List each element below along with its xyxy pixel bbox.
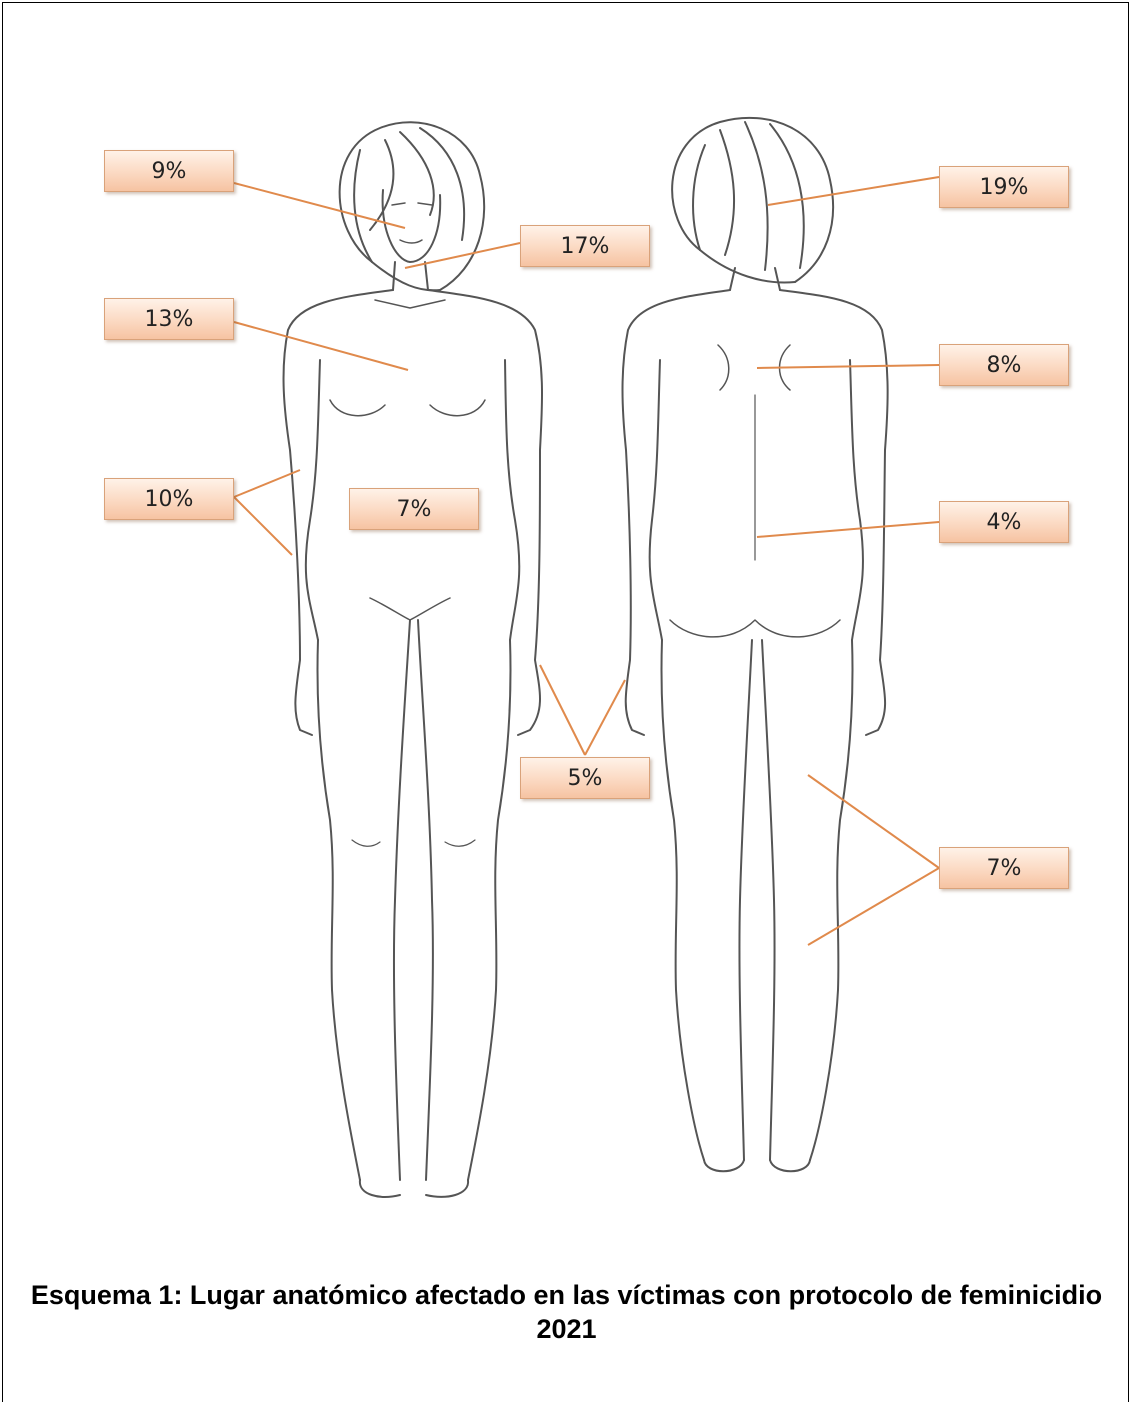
label-face: 9% bbox=[104, 150, 234, 192]
label-lower-back: 4% bbox=[939, 501, 1069, 543]
label-chest: 13% bbox=[104, 298, 234, 340]
label-hands: 5% bbox=[520, 757, 650, 799]
label-legs: 7% bbox=[939, 847, 1069, 889]
back-figure bbox=[623, 118, 888, 1171]
label-neck: 17% bbox=[520, 225, 650, 267]
label-head-back: 19% bbox=[939, 166, 1069, 208]
label-upper-back: 8% bbox=[939, 344, 1069, 386]
leader-lines bbox=[234, 177, 939, 945]
label-abdomen: 7% bbox=[349, 488, 479, 530]
front-figure bbox=[284, 122, 543, 1197]
label-arms: 10% bbox=[104, 478, 234, 520]
figure-caption: Esquema 1: Lugar anatómico afectado en l… bbox=[10, 1278, 1123, 1346]
